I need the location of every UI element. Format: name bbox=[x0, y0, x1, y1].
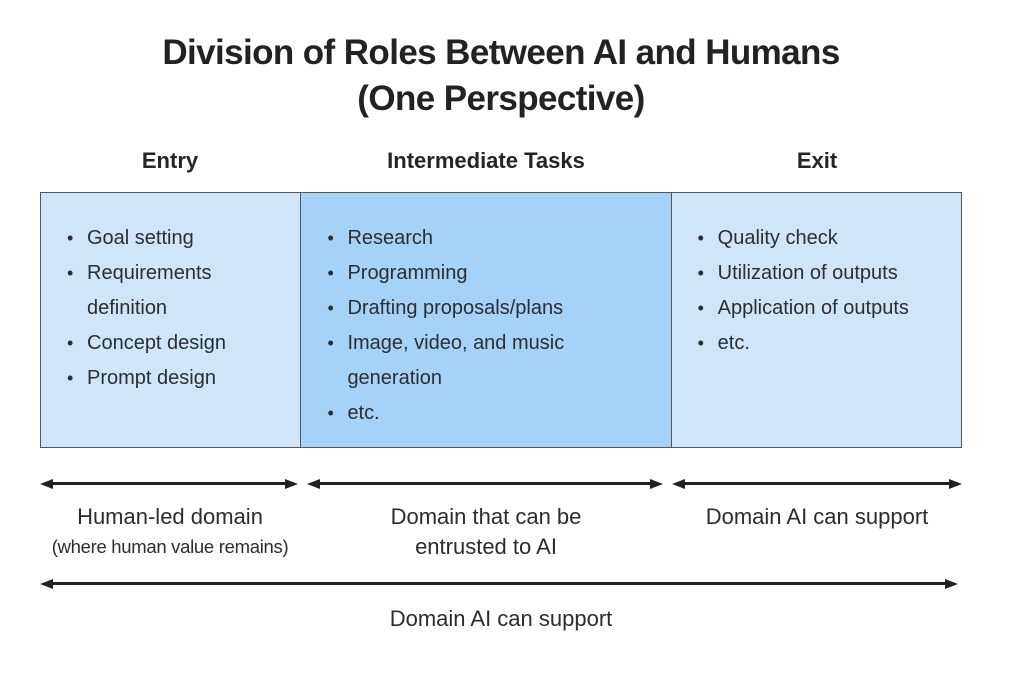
entry-task-list: Goal setting Requirements definition Con… bbox=[41, 193, 300, 396]
list-item: etc. bbox=[698, 326, 947, 361]
list-item: Goal setting bbox=[67, 221, 286, 256]
task-boxes: Goal setting Requirements definition Con… bbox=[40, 192, 962, 448]
list-item: Research bbox=[327, 221, 656, 256]
label-line: Domain that can be bbox=[390, 504, 582, 529]
list-item: etc. bbox=[327, 396, 656, 431]
intermediate-tasks-box: Research Programming Drafting proposals/… bbox=[300, 193, 672, 447]
arrow-shaft bbox=[685, 482, 949, 485]
arrowhead-left-icon bbox=[40, 578, 53, 589]
entrusted-to-ai-domain-label: Domain that can be entrusted to AI bbox=[300, 502, 672, 562]
domain-arrows-row bbox=[40, 477, 962, 490]
list-item: Quality check bbox=[698, 221, 947, 256]
page-title-line1: Division of Roles Between AI and Humans bbox=[162, 33, 840, 72]
entrusted-to-ai-domain-arrow bbox=[307, 477, 663, 490]
full-width-ai-support-label: Domain AI can support bbox=[389, 606, 613, 631]
list-item: Prompt design bbox=[67, 361, 286, 396]
arrowhead-right-icon bbox=[945, 578, 958, 589]
arrowhead-left-icon bbox=[307, 478, 320, 489]
arrowhead-right-icon bbox=[650, 478, 663, 489]
exit-box: Quality check Utilization of outputs App… bbox=[671, 193, 962, 447]
list-item: Utilization of outputs bbox=[698, 256, 947, 291]
human-led-domain-label: Human-led domain (where human value rema… bbox=[40, 502, 300, 562]
column-header-entry: Entry bbox=[141, 148, 199, 173]
page-title-line2: (One Perspective) bbox=[357, 79, 645, 119]
arrow-shaft bbox=[320, 482, 650, 485]
column-header-intermediate-tasks: Intermediate Tasks bbox=[387, 148, 585, 173]
full-width-ai-support-arrow bbox=[40, 577, 958, 590]
list-item: Requirements definition bbox=[67, 256, 286, 326]
label-line: entrusted to AI bbox=[415, 534, 557, 559]
list-item: Programming bbox=[327, 256, 656, 291]
domain-labels-row: Human-led domain (where human value rema… bbox=[40, 502, 962, 562]
arrowhead-right-icon bbox=[285, 478, 298, 489]
intermediate-task-list: Research Programming Drafting proposals/… bbox=[301, 193, 670, 431]
list-item: Application of outputs bbox=[698, 291, 947, 326]
exit-task-list: Quality check Utilization of outputs App… bbox=[672, 193, 961, 361]
label-line: (where human value remains) bbox=[51, 536, 289, 557]
arrowhead-left-icon bbox=[40, 478, 53, 489]
ai-support-domain-label: Domain AI can support bbox=[672, 502, 962, 562]
arrow-shaft bbox=[53, 482, 285, 485]
arrow-shaft bbox=[53, 582, 945, 585]
column-header-exit: Exit bbox=[796, 148, 838, 173]
list-item: Image, video, and music generation bbox=[327, 326, 656, 396]
label-line: Domain AI can support bbox=[705, 504, 929, 529]
entry-box: Goal setting Requirements definition Con… bbox=[41, 193, 301, 447]
column-headers: Entry Intermediate Tasks Exit bbox=[40, 148, 962, 174]
human-led-domain-arrow bbox=[40, 477, 298, 490]
arrowhead-left-icon bbox=[672, 478, 685, 489]
list-item: Drafting proposals/plans bbox=[327, 291, 656, 326]
ai-support-domain-arrow bbox=[672, 477, 962, 490]
arrowhead-right-icon bbox=[949, 478, 962, 489]
page-title: Division of Roles Between AI and Humans … bbox=[40, 30, 962, 122]
label-line: Human-led domain bbox=[77, 504, 263, 529]
list-item: Concept design bbox=[67, 326, 286, 361]
